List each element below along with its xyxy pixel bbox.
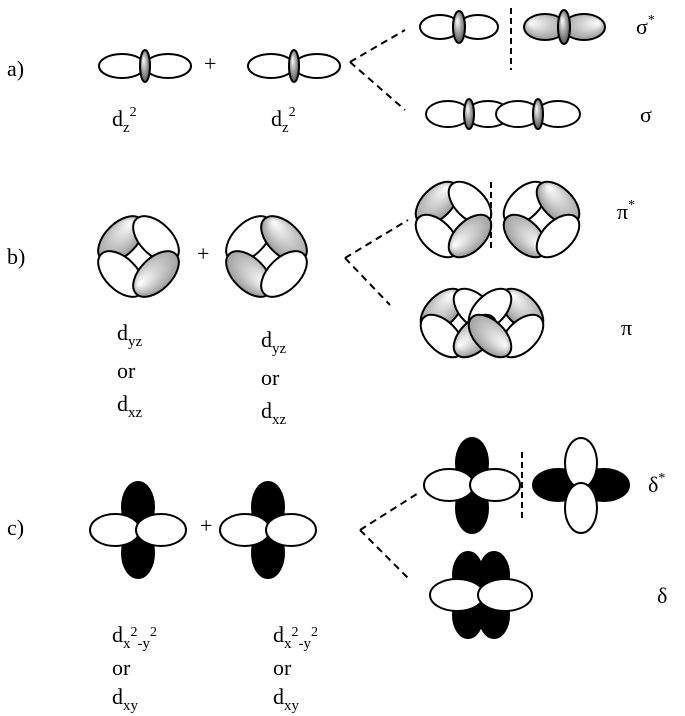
dyz-orbital-right [225, 215, 308, 298]
plus-sign-a: + [204, 51, 217, 76]
splitter-lines-c [359, 491, 421, 579]
sigma-star-label: σ* [636, 13, 655, 39]
sigma-star-orbital [419, 8, 606, 70]
dxz-label-left: dxz [117, 391, 143, 421]
row-label-a: a) [7, 56, 25, 81]
splitter-lines-a [349, 29, 406, 111]
delta-star-orbital [423, 437, 630, 534]
dxy-label-right: dxy [273, 684, 299, 714]
dyz-label-left: dyz [117, 320, 143, 350]
row-label-b: b) [7, 244, 26, 269]
dx2y2-label-left: dx2-y2 [112, 622, 157, 652]
plus-sign-c: + [200, 513, 213, 538]
row-label-c: c) [7, 515, 25, 540]
dz2-label-left: dz2 [112, 105, 137, 136]
or-label-c-right: or [273, 655, 292, 680]
dx2y2-label-right: dx2-y2 [273, 622, 318, 652]
plus-sign-b: + [197, 241, 210, 266]
delta-orbital [429, 551, 533, 639]
or-label-b-right: or [261, 365, 280, 390]
sigma-orbital [425, 98, 581, 130]
dyz-orbital-left [97, 215, 180, 298]
dz2-orbital-right [247, 49, 341, 83]
dz2-label-right: dz2 [271, 105, 296, 136]
delta-star-label: δ* [648, 471, 666, 497]
or-label-c-left: or [112, 655, 131, 680]
pi-label: π [621, 315, 633, 340]
or-label-b-left: or [117, 358, 136, 383]
dz2-orbital-left [98, 49, 192, 83]
dyz-label-right: dyz [261, 327, 287, 357]
pi-star-orbital [414, 180, 581, 259]
sigma-label: σ [640, 102, 652, 127]
pi-orbital [419, 287, 545, 359]
dx2y2-orbital-right [219, 481, 317, 579]
splitter-lines-b [344, 219, 409, 306]
dxz-label-right: dxz [261, 398, 287, 428]
pi-star-label: π* [617, 198, 636, 224]
delta-label: δ [657, 583, 668, 608]
dx2y2-orbital-left [89, 481, 187, 579]
dxy-label-left: dxy [112, 684, 138, 714]
